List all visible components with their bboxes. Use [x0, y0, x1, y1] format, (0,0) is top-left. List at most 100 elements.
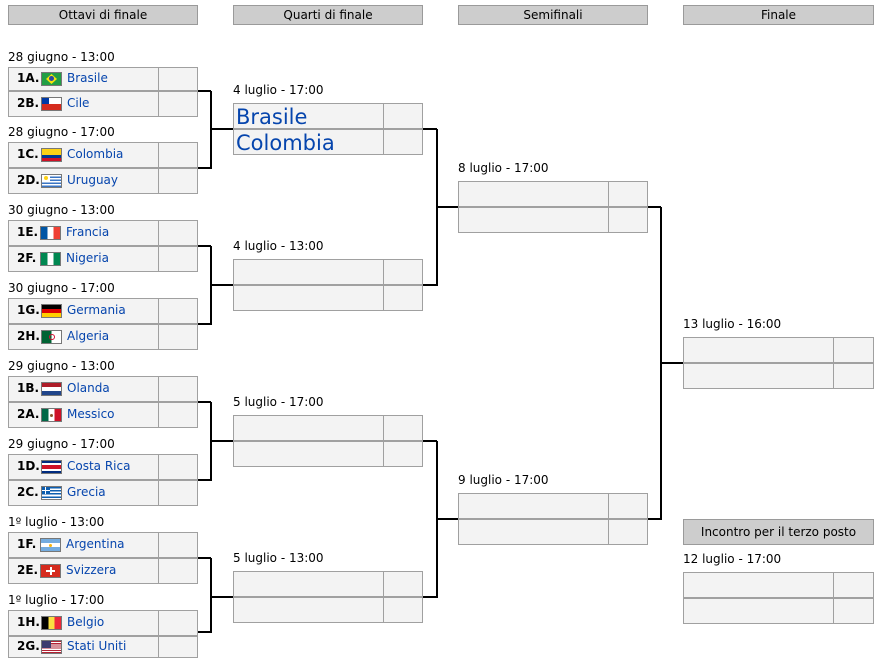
team-name-link[interactable]: Uruguay	[67, 173, 118, 187]
team-cell	[233, 415, 384, 441]
team-name-link[interactable]: Colombia	[236, 131, 335, 155]
score-cell	[608, 207, 648, 233]
score-cell	[158, 91, 198, 117]
bracket-connector	[210, 91, 212, 169]
team-name-link[interactable]: Messico	[67, 407, 115, 421]
team-row[interactable]	[458, 207, 648, 233]
team-name-link[interactable]: Brasile	[67, 71, 108, 85]
greece-cross-v	[45, 487, 46, 494]
team-row[interactable]	[683, 598, 874, 624]
team-row[interactable]: 1F. Argentina	[8, 532, 198, 558]
team-name-link[interactable]: Costa Rica	[67, 459, 131, 473]
score-cell	[158, 636, 198, 658]
team-row[interactable]	[683, 572, 874, 598]
team-seed: 1C.	[17, 147, 39, 161]
team-row[interactable]: 1E.Francia	[8, 220, 198, 246]
mexico-flag-icon	[41, 408, 62, 422]
header-third-place: Incontro per il terzo posto	[683, 519, 874, 545]
team-name-link[interactable]: Svizzera	[66, 563, 117, 577]
team-row[interactable]	[683, 337, 874, 363]
match-date: 1º luglio - 17:00	[8, 593, 105, 607]
team-cell	[458, 493, 609, 519]
team-name-link[interactable]: Stati Uniti	[67, 639, 127, 653]
team-row[interactable]: 2F.Nigeria	[8, 246, 198, 272]
team-name-link[interactable]: Germania	[67, 303, 126, 317]
score-cell	[383, 129, 423, 155]
team-row[interactable]: 1A. Brasile	[8, 67, 198, 91]
team-row[interactable]	[458, 519, 648, 545]
score-cell	[833, 363, 874, 389]
team-row[interactable]	[233, 441, 423, 467]
argentina-sun	[49, 544, 52, 547]
header-semifinals: Semifinali	[458, 5, 648, 25]
team-cell	[8, 246, 159, 272]
match-date: 13 luglio - 16:00	[683, 317, 782, 331]
team-row[interactable]: Brasile	[233, 103, 423, 129]
score-cell	[383, 441, 423, 467]
team-row[interactable]: 1D.Costa Rica	[8, 454, 198, 480]
team-name-link[interactable]: Nigeria	[66, 251, 109, 265]
team-row[interactable]: Colombia	[233, 129, 423, 155]
bracket-connector	[211, 596, 233, 598]
score-cell	[608, 493, 648, 519]
team-cell	[458, 181, 609, 207]
bracket-connector	[198, 401, 211, 403]
team-row[interactable]: 2G. Stati Uniti	[8, 636, 198, 658]
score-cell	[158, 558, 198, 584]
team-row[interactable]: 1C. Colombia	[8, 142, 198, 168]
team-seed: 1F.	[17, 537, 37, 551]
team-row[interactable]	[683, 363, 874, 389]
team-row[interactable]: 1B.Olanda	[8, 376, 198, 402]
bracket-connector	[198, 167, 211, 169]
team-cell	[8, 324, 159, 350]
team-name-link[interactable]: Colombia	[67, 147, 124, 161]
team-row[interactable]: 1G. Germania	[8, 298, 198, 324]
bracket-connector	[198, 245, 211, 247]
score-cell	[158, 220, 198, 246]
team-name-link[interactable]: Grecia	[67, 485, 106, 499]
greece-flag-icon	[41, 486, 62, 500]
team-cell	[683, 598, 834, 624]
team-name-link[interactable]: Algeria	[67, 329, 110, 343]
uruguay-flag-icon	[41, 174, 62, 188]
brazil-flag-icon	[41, 72, 62, 86]
switzerland-flag-icon	[40, 564, 61, 578]
bracket-connector	[211, 128, 233, 130]
team-row[interactable]	[233, 571, 423, 597]
team-row[interactable]	[458, 181, 648, 207]
match-date: 29 giugno - 13:00	[8, 359, 115, 373]
uruguay-sun	[44, 176, 48, 180]
usa-canton	[42, 641, 51, 648]
bracket-connector	[423, 128, 437, 130]
team-seed: 1A.	[17, 71, 40, 85]
team-name-link[interactable]: Belgio	[67, 615, 105, 629]
team-row[interactable]: 2H.Algeria	[8, 324, 198, 350]
bracket-connector	[198, 557, 211, 559]
team-row[interactable]: 2A.Messico	[8, 402, 198, 428]
team-row[interactable]	[233, 415, 423, 441]
bracket-connector	[211, 440, 233, 442]
team-name-link[interactable]: Argentina	[66, 537, 125, 551]
team-name-link[interactable]: Francia	[66, 225, 110, 239]
team-row[interactable]	[233, 285, 423, 311]
team-cell	[683, 572, 834, 598]
team-cell	[8, 91, 159, 117]
team-row[interactable]: 1H.Belgio	[8, 610, 198, 636]
team-row[interactable]: 2C.Grecia	[8, 480, 198, 506]
team-name-link[interactable]: Brasile	[236, 105, 308, 129]
team-row[interactable]: 2D.Uruguay	[8, 168, 198, 194]
mexico-emblem	[50, 414, 53, 417]
team-seed: 2G.	[17, 639, 40, 653]
bracket-connector	[423, 596, 437, 598]
team-row[interactable]	[458, 493, 648, 519]
bracket-connector	[437, 518, 458, 520]
team-row[interactable]	[233, 597, 423, 623]
team-row[interactable]	[233, 259, 423, 285]
team-name-link[interactable]: Cile	[67, 96, 90, 110]
team-row[interactable]: 2B.Cile	[8, 91, 198, 117]
team-row[interactable]: 2E.Svizzera	[8, 558, 198, 584]
score-cell	[158, 67, 198, 91]
team-name-link[interactable]: Olanda	[67, 381, 110, 395]
chile-flag-icon	[41, 97, 62, 111]
team-seed: 1G.	[17, 303, 40, 317]
